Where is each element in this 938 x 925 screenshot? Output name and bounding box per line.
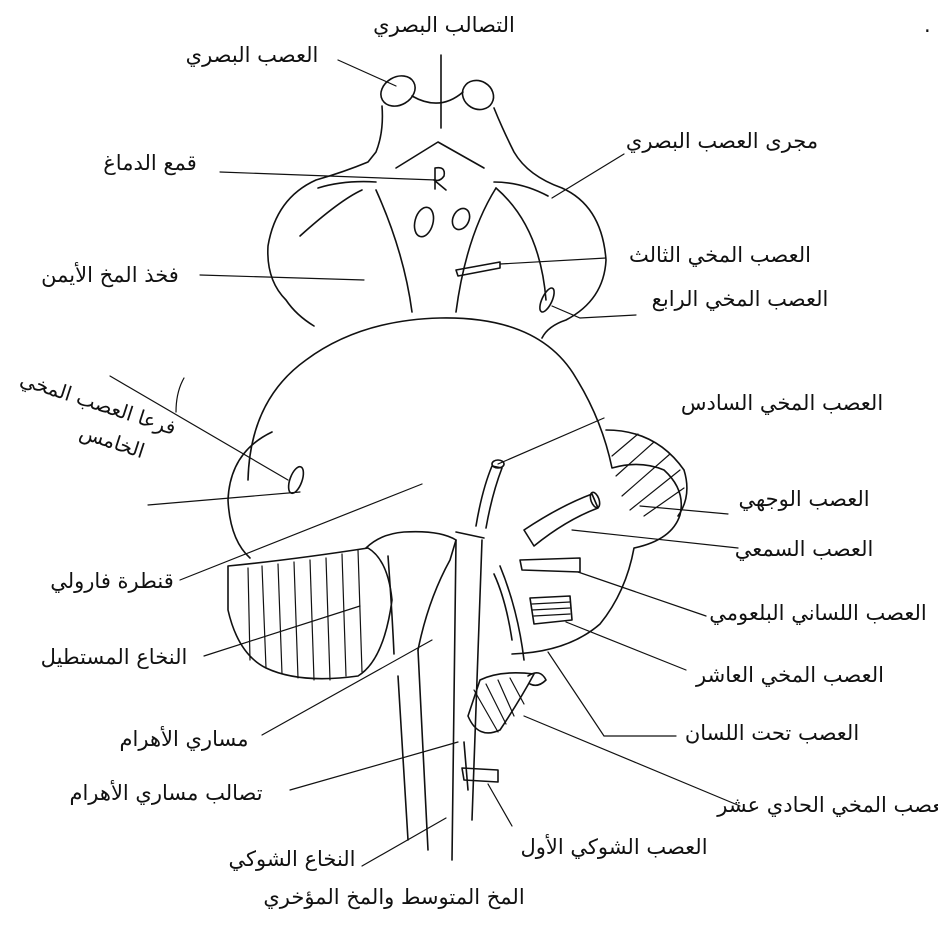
right-peduncle bbox=[456, 188, 496, 312]
leader-optic-tract bbox=[552, 154, 624, 198]
label-auditory-nerve: العصب السمعي bbox=[735, 537, 874, 561]
pons-outline bbox=[248, 318, 681, 654]
label-bottom-caption: المخ المتوسط والمخ المؤخري bbox=[263, 885, 524, 909]
label-pyramid-decussation: تصالب مساري الأهرام bbox=[69, 780, 262, 805]
medulla-hatching bbox=[248, 550, 362, 680]
pyramid-left bbox=[366, 532, 456, 650]
flocculus-right bbox=[606, 430, 687, 516]
label-cranial-4: العصب المخي الرابع bbox=[652, 287, 829, 311]
leader-hypoglossal bbox=[548, 652, 676, 736]
leader-peduncle bbox=[200, 275, 364, 280]
brain-drawing bbox=[228, 55, 687, 860]
leader-optic-nerve bbox=[338, 60, 396, 86]
label-optic-tract: مجرى العصب البصري bbox=[626, 129, 818, 153]
spinal-cord-center bbox=[452, 540, 456, 860]
leader-first-spinal bbox=[488, 784, 512, 826]
leader-cranial-6 bbox=[498, 418, 604, 464]
label-glossopharyngeal: العصب اللساني البلعومي bbox=[709, 601, 926, 625]
glossopharyngeal-stub bbox=[520, 558, 580, 572]
label-spinal-cord: النخاع الشوكي bbox=[228, 847, 355, 871]
label-right-cerebral-peduncle: فخذ المخ الأيمن bbox=[41, 262, 179, 287]
mammillary-left bbox=[411, 205, 436, 239]
leader-cranial-3 bbox=[500, 258, 606, 264]
fourth-nerve-stub bbox=[537, 286, 557, 314]
label-optic-chiasm: التصالب البصري bbox=[373, 13, 515, 37]
accessory-fan bbox=[468, 673, 534, 733]
pyramid-top-right bbox=[456, 532, 484, 538]
label-pyramids: مساري الأهرام bbox=[120, 726, 249, 751]
funnel-mark bbox=[434, 168, 446, 190]
trigeminal-branch bbox=[286, 465, 307, 495]
leader-trigeminal-2 bbox=[148, 492, 300, 505]
caption-fragment: وقوة سره . bbox=[924, 13, 938, 37]
pyramid-left-inner bbox=[388, 556, 394, 654]
leader-cranial-4 bbox=[552, 306, 636, 318]
diencephalon-outline bbox=[268, 106, 383, 326]
facial-auditory-tube bbox=[524, 494, 598, 546]
leader-cranial-10 bbox=[566, 622, 686, 670]
leader-pyramids bbox=[262, 640, 432, 735]
leader-cranial-5-curve bbox=[176, 378, 184, 412]
label-medulla: النخاع المستطيل bbox=[41, 645, 188, 669]
label-pons: قنطرة فارولي bbox=[50, 569, 174, 593]
lateral-strand-2 bbox=[500, 566, 524, 660]
left-peduncle bbox=[376, 190, 412, 312]
leader-brain-funnel bbox=[220, 172, 436, 180]
label-cranial-10: العصب المخي العاشر bbox=[695, 663, 884, 687]
leader-auditory bbox=[572, 530, 738, 548]
label-cranial-11: العصب المخي الحادي عشر bbox=[716, 793, 938, 817]
left-peduncle-outer bbox=[300, 190, 362, 236]
label-facial-nerve: العصب الوجهي bbox=[738, 487, 869, 511]
optic-chiasm-line bbox=[412, 92, 463, 103]
label-cranial-6: العصب المخي السادس bbox=[681, 391, 883, 415]
label-brain-funnel: قمع الدماغ bbox=[103, 151, 196, 175]
leader-glossopharyngeal bbox=[578, 572, 706, 616]
first-spinal-strand bbox=[464, 742, 468, 790]
label-optic-nerve: العصب البصري bbox=[186, 43, 319, 67]
sixth-nerve bbox=[476, 466, 502, 528]
vagus-hatching bbox=[532, 602, 570, 616]
optic-tract-inner-left bbox=[318, 182, 376, 188]
lateral-strand-1 bbox=[494, 574, 512, 640]
mammillary-right bbox=[449, 206, 473, 233]
leader-pons bbox=[180, 484, 422, 580]
spinal-cord-mid bbox=[418, 650, 428, 850]
funnel-chevron bbox=[396, 142, 484, 168]
leader-pyramid-decussation bbox=[290, 742, 458, 790]
labels: وقوة سره . التصالب البصري العصب البصري م… bbox=[17, 13, 938, 909]
label-hypoglossal: العصب تحت اللسان bbox=[685, 721, 859, 745]
right-optic-nerve bbox=[457, 75, 499, 115]
right-peduncle-outer bbox=[496, 188, 546, 300]
label-cranial-3: العصب المخي الثالث bbox=[629, 243, 811, 267]
leader-spinal-cord bbox=[362, 818, 446, 866]
label-first-spinal: العصب الشوكي الأول bbox=[520, 834, 707, 859]
leader-medulla bbox=[204, 606, 360, 656]
flocculus-hatching bbox=[612, 434, 684, 516]
